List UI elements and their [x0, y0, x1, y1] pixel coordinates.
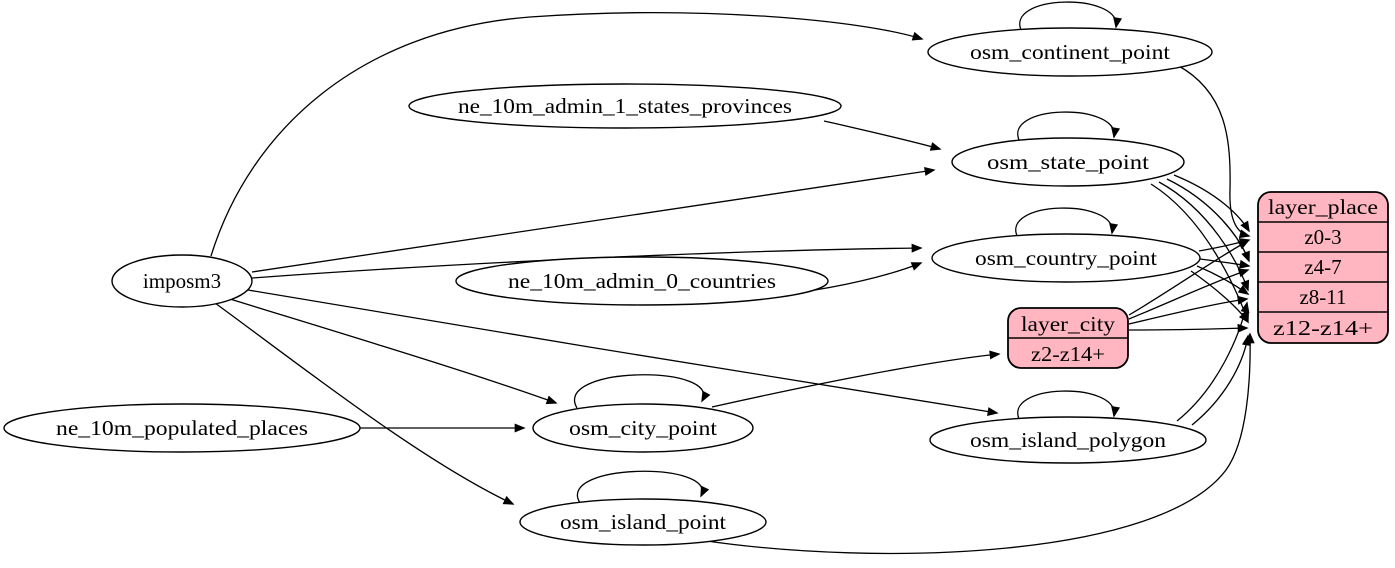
- layer_place-row-z8_11: z8-11: [1299, 285, 1346, 309]
- edge-osm_country_point-layer_place-z4_7: [1199, 258, 1251, 269]
- edge-osm_state_point-layer_place-z8_11: [1158, 181, 1250, 292]
- layer_place-title: layer_place: [1268, 195, 1378, 219]
- self-loop-osm_island_point: [576, 470, 710, 504]
- edge-osm_country_point-layer_place-z12_z14: [1190, 270, 1249, 324]
- ne_10m_admin_1_states_provinces-label: ne_10m_admin_1_states_provinces: [458, 94, 792, 118]
- self-loop-osm_continent_point: [1019, 1, 1122, 33]
- osm_island_polygon-label: osm_island_polygon: [970, 428, 1167, 452]
- layer_city-title: layer_city: [1021, 312, 1116, 336]
- self-loop-osm_state_point: [1017, 111, 1120, 143]
- node-osm_island_polygon: osm_island_polygon: [929, 416, 1207, 464]
- osm_island_polygon-shape: [929, 416, 1207, 464]
- edge-layer_city-layer_place-z12_z14: [1128, 323, 1249, 333]
- layer_place-row-z4_7: z4-7: [1304, 255, 1341, 279]
- node-layer_place: layer_place z0-3 z4-7 z8-11 z12-z14+: [1257, 191, 1389, 344]
- self-loop-osm_country_point: [1015, 207, 1118, 239]
- edge-osm_island_point-layer_place-z12_z14: [699, 332, 1255, 555]
- osm_island_point-shape: [519, 498, 767, 546]
- edge-imposm3-osm_continent_point: [210, 12, 924, 257]
- ne_10m_populated_places-label: ne_10m_populated_places: [56, 416, 308, 440]
- osm_continent_point-label: osm_continent_point: [970, 40, 1170, 64]
- edge-imposm3-osm_island_point: [214, 302, 515, 505]
- layer_place-row-z0_3: z0-3: [1304, 225, 1341, 249]
- node-ne_10m_populated_places: ne_10m_populated_places: [3, 403, 361, 453]
- edge-osm_island_polygon-layer_place-z12_z14: [1191, 334, 1251, 426]
- osm_state_point-shape: [951, 137, 1185, 187]
- node-osm_city_point: osm_city_point: [532, 403, 754, 453]
- osm_country_point-label: osm_country_point: [975, 246, 1157, 270]
- osm_city_point-shape: [532, 403, 754, 453]
- osm_continent_point-shape: [927, 27, 1213, 77]
- self-loop-osm_city_point: [573, 374, 711, 409]
- layer_place-shape: [1257, 191, 1389, 344]
- node-osm_continent_point: osm_continent_point: [927, 27, 1213, 77]
- edge-osm_continent_point-layer_place-z0_3: [1176, 64, 1251, 239]
- edge-osm_city_point-layer_city-z2: [711, 350, 1001, 408]
- ne_10m_admin_0_countries-label: ne_10m_admin_0_countries: [508, 269, 776, 293]
- imposm3-label: imposm3: [143, 269, 221, 293]
- osm_country_point-shape: [931, 233, 1201, 283]
- node-ne_10m_admin_1_states_provinces: ne_10m_admin_1_states_provinces: [408, 83, 842, 129]
- edge-ne_10m_admin_1_states_provinces-osm_state_point: [823, 120, 942, 151]
- edge-imposm3-osm_island_polygon: [247, 289, 999, 417]
- node-osm_state_point: osm_state_point: [951, 137, 1185, 187]
- edge-group: [210, 1, 1255, 555]
- layer_city-row-z2_z14: z2-z14+: [1031, 342, 1105, 366]
- node-osm_country_point: osm_country_point: [931, 233, 1201, 283]
- edge-osm_island_polygon-layer_place-z8_11: [1176, 301, 1250, 422]
- ne_10m_admin_1_states_provinces-shape: [408, 83, 842, 129]
- edge-layer_city-layer_place-z0_3: [1128, 240, 1250, 316]
- node-osm_island_point: osm_island_point: [519, 498, 767, 546]
- osm_state_point-label: osm_state_point: [987, 150, 1149, 174]
- node-layer_city: layer_city z2-z14+: [1007, 307, 1129, 369]
- edge-layer_city-layer_place-z4_7: [1128, 268, 1250, 320]
- edge-imposm3-osm_city_point: [229, 298, 558, 405]
- edge-osm_state_point-layer_place-z4_7: [1166, 178, 1250, 263]
- self-loop-osm_island_polygon: [1017, 390, 1120, 422]
- osm_city_point-label: osm_city_point: [569, 416, 717, 440]
- ne_10m_populated_places-shape: [3, 403, 361, 453]
- osm_island_point-label: osm_island_point: [560, 510, 726, 534]
- edge-osm_state_point-layer_place-z0_3: [1173, 174, 1250, 233]
- layer_place-row-z12_z14: z12-z14+: [1273, 316, 1373, 340]
- edge-layer_city-layer_place-z8_11: [1128, 295, 1249, 325]
- node-ne_10m_admin_0_countries: ne_10m_admin_0_countries: [455, 256, 829, 306]
- node-imposm3: imposm3: [111, 254, 253, 308]
- edge-imposm3-osm_state_point: [251, 167, 936, 273]
- edge-ne_10m_admin_0_countries-osm_country_point: [814, 262, 923, 291]
- ne_10m_admin_0_countries-shape: [455, 256, 829, 306]
- imposm3-shape: [111, 254, 253, 308]
